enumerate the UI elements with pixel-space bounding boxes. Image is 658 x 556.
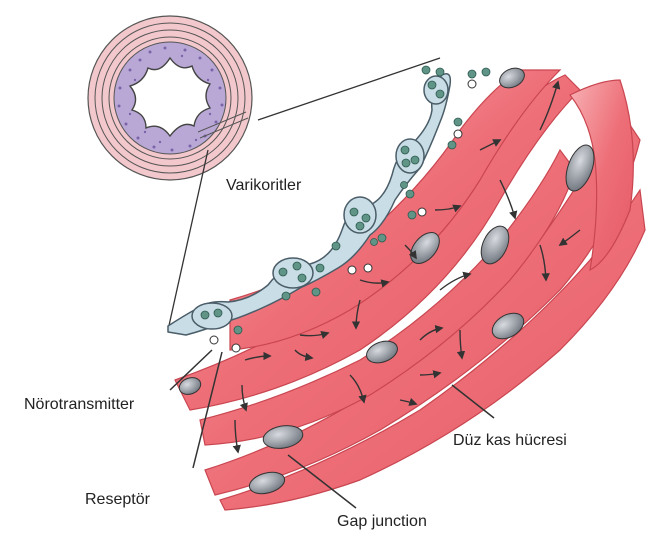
gap-junction-leader: [287, 454, 357, 509]
leader-lines: [169, 349, 495, 509]
vessel-cross-section: [87, 15, 253, 181]
nucleus: [480, 225, 510, 265]
muscle-cell-5: [219, 188, 646, 511]
label-gap-junction: Gap junction: [337, 513, 427, 530]
muscle-cell-6: [569, 79, 634, 272]
smooth-muscle-leader: [451, 384, 495, 419]
nucleus: [499, 67, 525, 89]
nucleus: [248, 471, 286, 495]
label-neurotransmitter: Nörotransmitter: [24, 396, 135, 413]
vessel-lumen: [128, 56, 212, 138]
nucleus: [491, 312, 525, 340]
labels: Varikoritler Nörotransmitter Reseptör Ga…: [24, 177, 567, 530]
released-neurotransmitter: [233, 65, 491, 335]
nucleus: [178, 377, 202, 395]
nuclei: [178, 67, 595, 495]
varicosity: [395, 138, 425, 174]
open-vesicles: [209, 79, 477, 353]
nucleus: [366, 340, 398, 364]
label-receptor: Reseptör: [85, 491, 151, 508]
label-varicosities: Varikoritler: [226, 177, 302, 194]
nucleus: [262, 425, 304, 449]
varicosity: [423, 75, 449, 105]
nerve-fiber: [167, 73, 452, 336]
varicosity: [343, 196, 377, 234]
zoom-lines: [167, 57, 441, 331]
vessel-muscle-dots: [117, 46, 224, 152]
receptor-leader: [192, 351, 223, 469]
nucleus: [410, 232, 440, 264]
nucleus: [565, 144, 595, 192]
label-smooth-muscle-cell: Düz kas hücresi: [453, 432, 567, 449]
flow-arrows: [232, 80, 581, 454]
smooth-muscle-cells: [174, 69, 646, 511]
varicosity: [191, 302, 233, 330]
neurotransmitter-leader: [169, 349, 213, 391]
internal-vesicles: [200, 80, 445, 320]
